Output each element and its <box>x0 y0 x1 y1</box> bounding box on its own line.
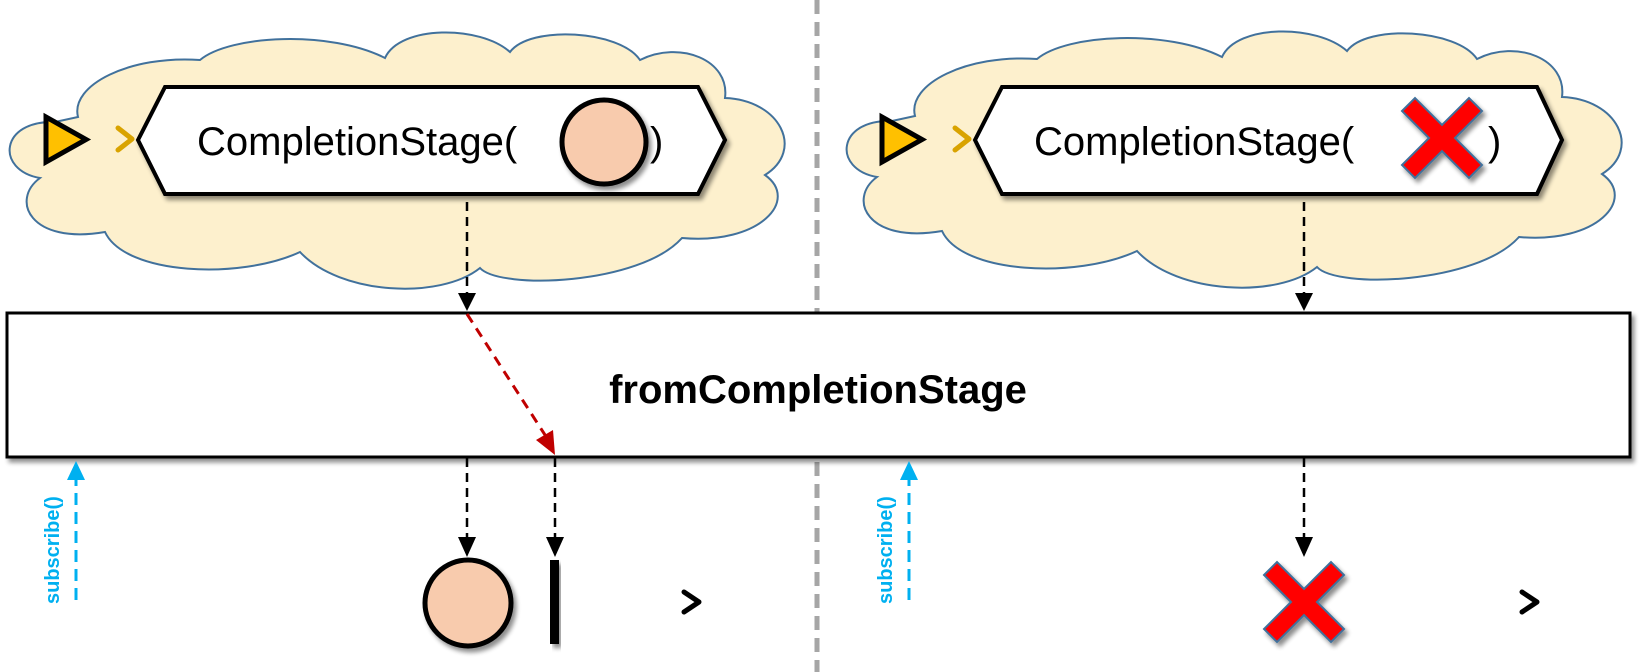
completion-stage-box: CompletionStage( ) <box>135 85 728 196</box>
completion-stage-label: CompletionStage( <box>1034 120 1355 164</box>
source-arrowhead-icon <box>952 125 972 153</box>
success-panel: CompletionStage( ) <box>8 31 786 311</box>
arrowhead-icon <box>67 461 85 480</box>
operator-box: fromCompletionStage <box>5 311 1632 459</box>
completion-stage-close-paren: ) <box>1488 120 1501 164</box>
arrowhead-icon <box>1295 537 1313 557</box>
timeline-arrowhead-icon <box>681 589 702 615</box>
completion-signal-arrow <box>465 313 549 439</box>
error-cross-icon <box>1400 96 1484 180</box>
value-marble-icon <box>559 97 649 187</box>
arrowhead-icon <box>1295 293 1313 311</box>
completion-stage-label: CompletionStage( <box>197 120 518 164</box>
completion-bar-icon <box>550 560 559 644</box>
arrowhead-icon <box>458 293 476 311</box>
success-output: subscribe() <box>42 458 702 649</box>
error-cross-icon <box>1262 560 1346 644</box>
error-output: subscribe() <box>875 458 1540 644</box>
operator-label: fromCompletionStage <box>609 368 1027 412</box>
arrowhead-icon <box>900 461 918 480</box>
source-triangle-icon <box>879 112 928 167</box>
completion-stage-close-paren: ) <box>650 120 663 164</box>
arrowhead-icon <box>458 537 476 557</box>
operator-rect <box>5 311 1632 459</box>
source-arrowhead-icon <box>115 125 135 153</box>
source-emitter <box>879 112 972 167</box>
arrowhead-icon <box>546 537 564 557</box>
arrowhead-icon <box>536 430 555 455</box>
value-marble-icon <box>422 557 514 649</box>
source-emitter <box>43 112 135 167</box>
error-panel: CompletionStage( ) <box>845 30 1623 311</box>
source-triangle-icon <box>43 112 92 167</box>
completion-stage-box: CompletionStage( ) <box>972 85 1565 196</box>
timeline-arrowhead-icon <box>1519 589 1540 615</box>
subscribe-label: subscribe() <box>42 496 64 604</box>
subscribe-label: subscribe() <box>875 496 897 604</box>
